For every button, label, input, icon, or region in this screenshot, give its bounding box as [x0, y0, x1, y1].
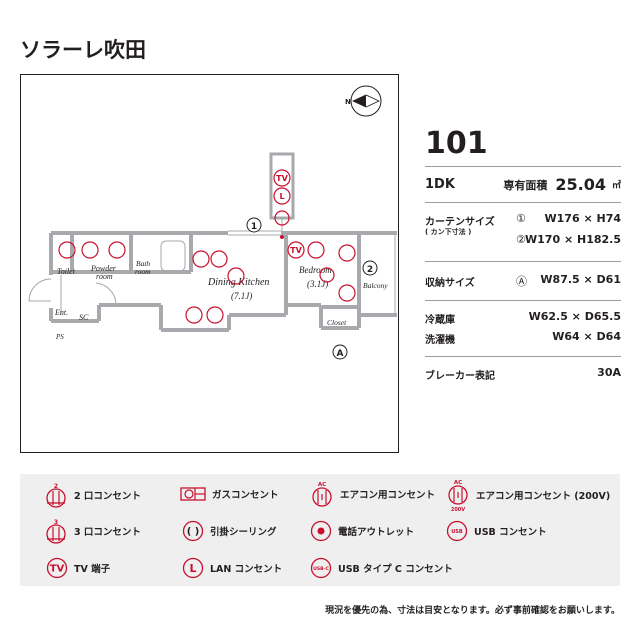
svg-text:L: L — [189, 562, 196, 575]
storage-label: 収納サイズ — [425, 278, 475, 289]
svg-text:AC: AC — [318, 482, 326, 488]
outlet-2-icon: 2 — [46, 483, 66, 508]
room-label-balcony: Balcony — [363, 281, 388, 290]
tv-terminal-icon: TV — [46, 557, 68, 579]
tv-outlet-label-bedroom: TV — [290, 246, 302, 255]
svg-text:2: 2 — [54, 483, 58, 490]
svg-text:USB-C: USB-C — [313, 566, 329, 572]
ac-outlet-200v-icon: AC 200V — [448, 480, 468, 512]
svg-text:( ): ( ) — [187, 527, 200, 538]
layout-area-row: 1DK 専有面積 25.04 ㎡ — [425, 167, 621, 202]
room-label-pipe-space: PS — [55, 333, 64, 341]
room-label-toilet: Toilet — [57, 267, 76, 276]
unit-number: 101 — [425, 126, 488, 161]
outlets — [58, 169, 356, 324]
unit-info-panel: 101 1DK 専有面積 25.04 ㎡ カーテンサイズ ( カン下寸法 ) ①… — [425, 126, 621, 391]
legend: 2 2 口コンセント ガスコンセント AC エアコン用コンセント AC — [20, 474, 620, 586]
legend-item: USB-C USB タイプ C コンセント — [310, 557, 453, 579]
refrigerator-label: 冷蔵庫 — [425, 315, 455, 326]
room-size-bedroom: (3.1J) — [307, 279, 328, 289]
lan-outlet-label: L — [279, 192, 284, 201]
curtain-label: カーテンサイズ — [425, 217, 495, 228]
curtain-size-section: カーテンサイズ ( カン下寸法 ) ① W176 × H74 ② W170 × … — [425, 203, 621, 261]
legend-item: AC エアコン用コンセント — [310, 480, 435, 508]
curtain-marker-1: ① — [516, 212, 526, 225]
legend-item: ガスコンセント — [180, 487, 279, 501]
storage-size-section: 収納サイズ Ⓐ W87.5 × D61 — [425, 262, 621, 300]
curtain-marker-2: ② — [516, 233, 526, 246]
svg-text:AC: AC — [454, 480, 462, 486]
svg-text:3: 3 — [54, 519, 58, 526]
lan-outlet-icon: L — [182, 557, 204, 579]
layout-type: 1DK — [425, 177, 455, 192]
room-label-bedroom: Bedroom — [299, 265, 332, 275]
svg-text:TV: TV — [50, 564, 65, 575]
washer-value: W64 × D64 — [552, 330, 621, 343]
storage-a-marker-icon — [332, 344, 348, 360]
gas-outlet-icon — [180, 487, 206, 501]
breaker-section: ブレーカー表記 30A — [425, 357, 621, 391]
room-label-powder-room: room — [96, 272, 113, 281]
divider — [425, 300, 621, 301]
legend-item: L LAN コンセント — [182, 557, 282, 579]
room-label-shoe-closet: SC — [79, 313, 89, 322]
legend-item: AC 200V エアコン用コンセント (200V) — [446, 478, 610, 512]
window-2-marker-icon — [362, 260, 378, 276]
area-value: 25.04 — [555, 175, 606, 194]
legend-item: 2 2 口コンセント — [44, 482, 141, 508]
legend-item: ( ) 引掛シーリング — [182, 520, 277, 542]
curtain-sublabel: ( カン下寸法 ) — [425, 228, 472, 236]
appliance-section: 冷蔵庫 W62.5 × D65.5 洗濯機 W64 × D64 — [425, 301, 621, 356]
compass-north-label: N — [345, 98, 351, 106]
room-label-bath-room: room — [135, 267, 151, 276]
ceiling-hook-icon: ( ) — [182, 520, 204, 542]
usb-c-outlet-icon: USB-C — [310, 557, 332, 579]
usb-outlet-icon: USB — [446, 520, 468, 542]
room-label-bath: Bath — [136, 259, 150, 268]
room-size-dining-kitchen: (7.1J) — [231, 291, 252, 301]
storage-a-marker: A — [337, 349, 344, 359]
legend-item: 電話アウトレット — [310, 520, 414, 542]
room-label-entrance: Ent. — [54, 308, 68, 317]
washer-label: 洗濯機 — [425, 335, 455, 346]
outlet-3-icon: 3 — [46, 519, 66, 544]
tv-outlet-label: TV — [276, 174, 288, 183]
floor-plan-drawing: N — [28, 85, 397, 360]
property-title: ソラーレ吹田 — [20, 38, 146, 62]
window-1-marker-icon — [246, 217, 262, 233]
storage-value: W87.5 × D61 — [540, 273, 621, 286]
legend-item: TV TV 端子 — [46, 557, 110, 579]
room-label-dining-kitchen: Dining Kitchen — [207, 277, 269, 288]
curtain-value-1: W176 × H74 — [544, 212, 621, 225]
divider — [425, 261, 621, 262]
storage-marker: Ⓐ — [516, 275, 527, 288]
divider — [425, 166, 621, 167]
breaker-value: 30A — [597, 366, 621, 379]
compass-icon: N — [345, 85, 382, 117]
room-label-closet: Closet — [327, 318, 347, 327]
curtain-value-2: W170 × H182.5 — [525, 233, 621, 246]
area-unit: ㎡ — [611, 181, 621, 191]
ac-outlet-icon: AC — [312, 482, 332, 507]
room-label-powder: Powder — [90, 264, 117, 273]
divider — [425, 356, 621, 357]
floor-plan: N — [20, 74, 399, 453]
legend-item: USB USB コンセント — [446, 520, 547, 542]
phone-outlet-icon — [310, 520, 332, 542]
disclaimer-note: 現況を優先の為、寸法は目安となります。必ず事前確認をお願いします。 — [325, 606, 620, 616]
legend-item: 3 3 口コンセント — [44, 518, 141, 544]
area-label: 専有面積 — [503, 178, 548, 192]
breaker-label: ブレーカー表記 — [425, 371, 495, 382]
window-1-marker: 1 — [251, 222, 257, 232]
svg-text:200V: 200V — [451, 507, 465, 512]
window-2-marker: 2 — [367, 265, 373, 275]
svg-text:USB: USB — [451, 529, 463, 535]
divider — [425, 202, 621, 203]
refrigerator-value: W62.5 × D65.5 — [528, 310, 621, 323]
